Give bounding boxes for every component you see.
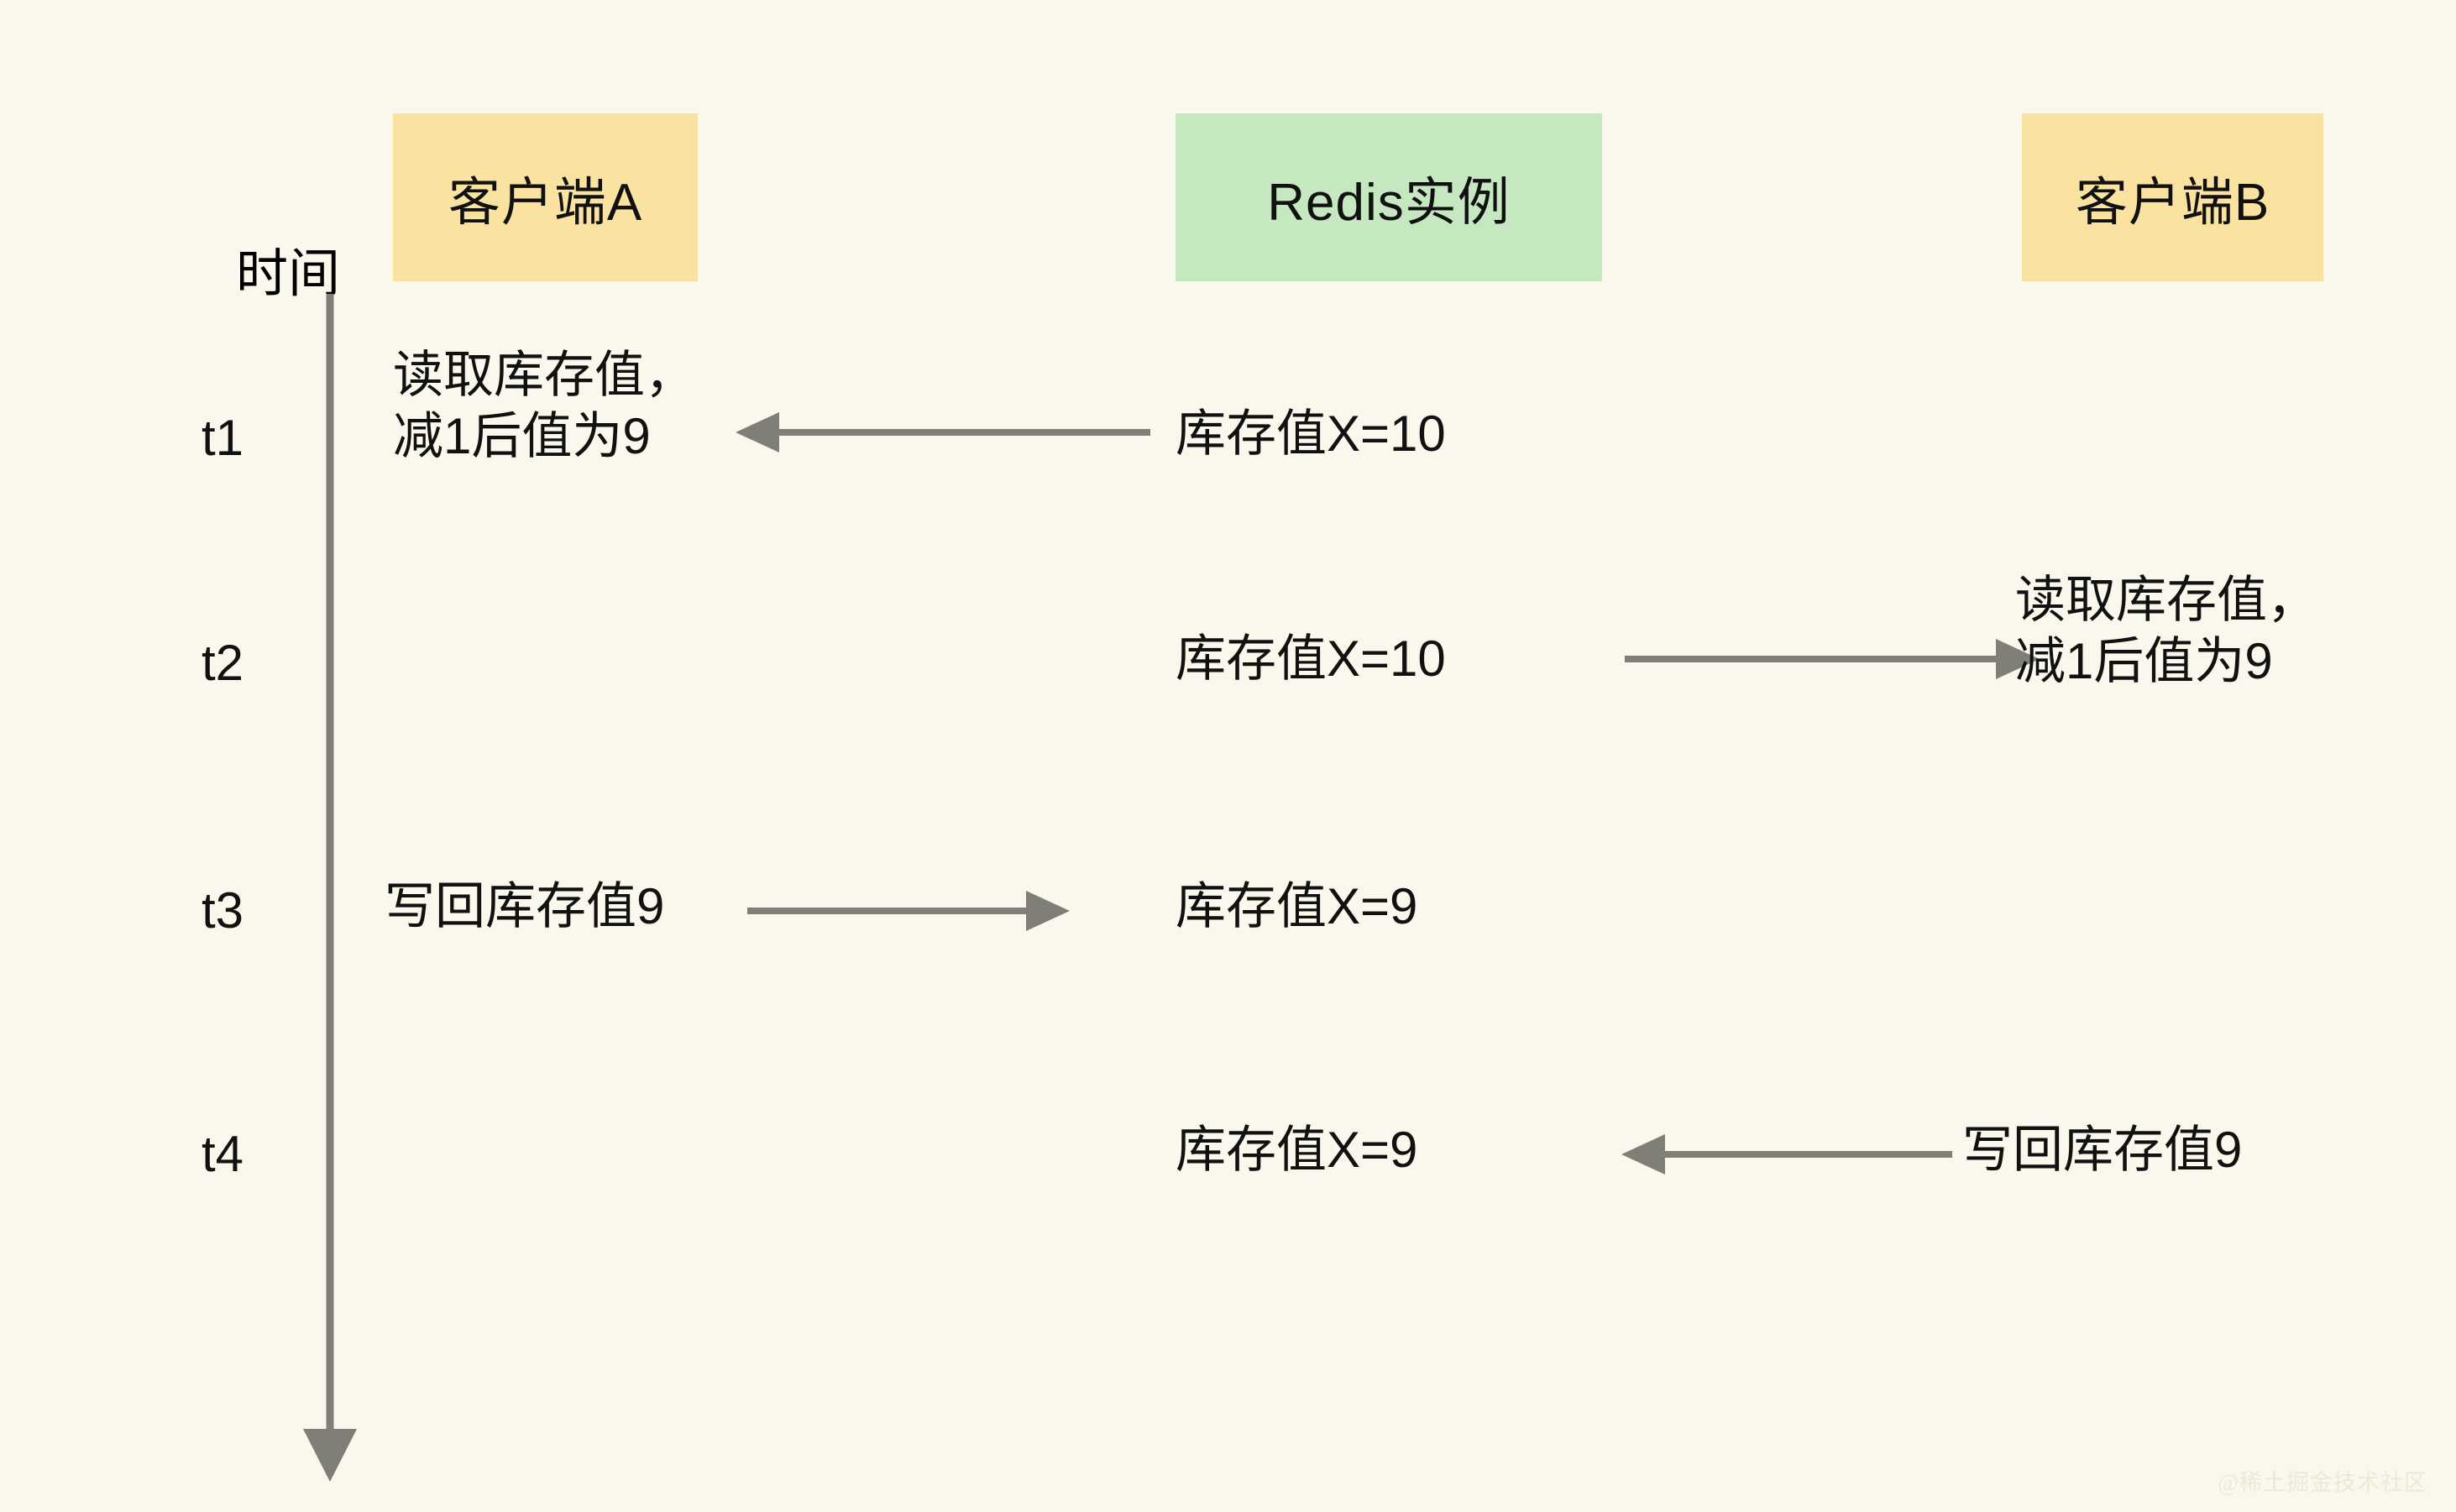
lane-header-redis: Redis实例 — [1176, 113, 1602, 281]
message-t3-client-a: 写回库存值9 — [385, 878, 665, 934]
lane-header-client-a: 客户端A — [393, 113, 698, 281]
message-t3-redis: 库存值X=9 — [1176, 878, 1418, 934]
time-tick-t2: t2 — [201, 635, 244, 691]
time-axis-label: 时间 — [235, 245, 340, 303]
lane-header-client-b-label: 客户端B — [2075, 174, 2270, 232]
flow-arrow-t4-left-icon — [1621, 1134, 1952, 1175]
message-t1-redis: 库存值X=10 — [1176, 405, 1446, 462]
message-t1-client-a: 读取库存值， 减1后值为9 — [393, 347, 695, 465]
flow-arrow-t3-right-icon — [747, 891, 1070, 931]
time-tick-t4: t4 — [201, 1126, 244, 1182]
lane-header-client-b: 客户端B — [2022, 113, 2323, 281]
message-t2-redis: 库存值X=10 — [1176, 630, 1446, 687]
watermark: @稀土掘金技术社区 — [2218, 1470, 2427, 1495]
time-tick-t3: t3 — [201, 882, 244, 939]
lane-header-redis-label: Redis实例 — [1267, 174, 1511, 232]
message-t2-client-b: 读取库存值， 减1后值为9 — [2015, 572, 2317, 690]
lane-header-client-a-label: 客户端A — [448, 174, 643, 232]
flow-arrow-t2-right-icon — [1625, 639, 2040, 679]
time-tick-t1: t1 — [201, 410, 244, 466]
message-t4-redis: 库存值X=9 — [1176, 1122, 1418, 1178]
flow-arrow-t1-left-icon — [736, 412, 1150, 453]
message-t4-client-b: 写回库存值9 — [1962, 1122, 2243, 1178]
time-axis-arrow-icon — [303, 294, 357, 1482]
